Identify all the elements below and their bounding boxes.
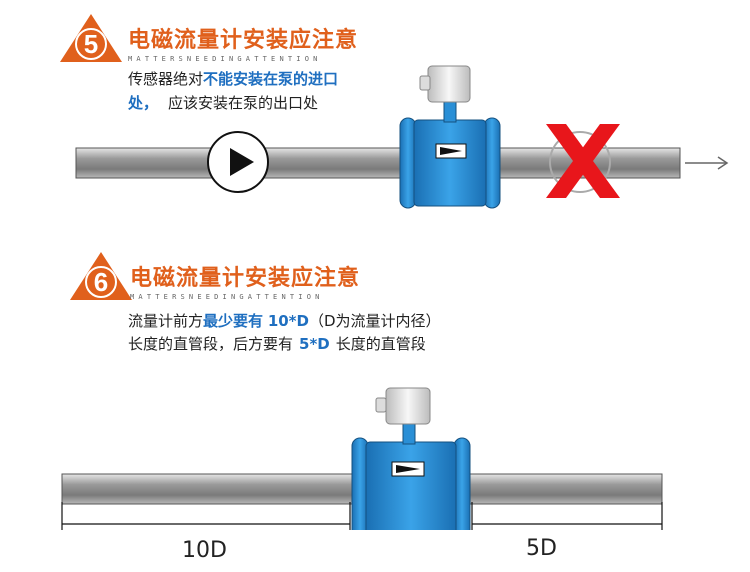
section5-note-line1: 传感器绝对不能安装在泵的进口 xyxy=(128,68,338,89)
section6-note-text-3: 长度的直管段，后方要有 xyxy=(128,335,294,353)
section6-note-text: 流量计前方 xyxy=(128,312,204,330)
section5-note-emphasis: 不能安装在泵的进口 xyxy=(203,70,339,88)
section6-title: 电磁流量计安装应注意 xyxy=(130,266,361,291)
svg-text:6: 6 xyxy=(94,267,108,297)
section5-number-badge: 5 xyxy=(60,14,122,62)
downstream-length-label: 5D xyxy=(526,536,557,561)
section6-note-line1: 流量计前方最少要有 10*D（D为流量计内径） xyxy=(128,310,441,331)
section5-note-line2: 处， 应该安装在泵的出口处 xyxy=(128,92,318,113)
section6-note-emphasis: 最少要有 xyxy=(203,312,264,330)
flowmeter-icon xyxy=(351,387,471,530)
section6-note-text-2: （D为流量计内径） xyxy=(308,312,441,330)
section6-subtitle: MATTERSNEEDINGATTENTION xyxy=(130,293,324,301)
dimension-lines xyxy=(61,502,663,530)
flowmeter-icon xyxy=(399,65,501,209)
wrong-cross-icon xyxy=(546,124,620,198)
section6-note-line2: 长度的直管段，后方要有 5*D 长度的直管段 xyxy=(128,333,426,354)
section5-title: 电磁流量计安装应注意 xyxy=(128,28,359,53)
pump-icon xyxy=(207,131,269,193)
diagram-pump-installation xyxy=(75,65,729,209)
section5-note-text: 传感器绝对 xyxy=(128,70,204,88)
section6-note-emphasis-3: 5*D xyxy=(299,335,330,353)
section6-note-text-4: 长度的直管段 xyxy=(335,335,426,353)
section5-note-text-2: 应该安装在泵的出口处 xyxy=(168,94,319,112)
diagram-straight-pipe xyxy=(61,387,663,530)
section5-note-emphasis-2: 处， xyxy=(128,94,159,112)
flow-direction-arrow xyxy=(685,156,729,170)
section5-subtitle: MATTERSNEEDINGATTENTION xyxy=(128,55,322,63)
svg-text:5: 5 xyxy=(84,29,98,59)
upstream-length-label: 10D xyxy=(182,538,227,563)
section6-note-emphasis-2: 10*D xyxy=(267,312,309,330)
section6-number-badge: 6 xyxy=(70,252,132,300)
